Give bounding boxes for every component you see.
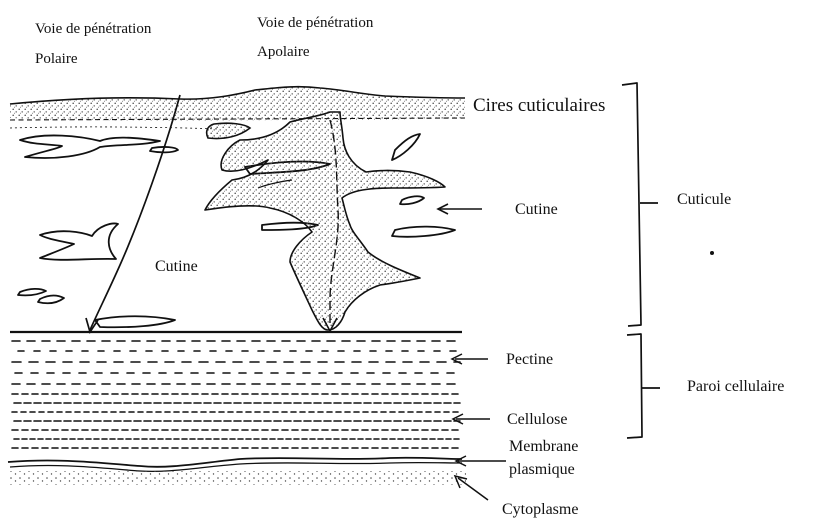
lamella-8: [392, 227, 455, 237]
paroi-label: Paroi cellulaire: [687, 378, 784, 395]
apolar-path-label-line1: Voie de pénétration: [257, 15, 374, 31]
wax-dotted-line: [10, 127, 220, 129]
cutine-center-label: Cutine: [155, 258, 198, 275]
wax-fill: [10, 87, 465, 121]
cutine-right-label: Cutine: [515, 201, 558, 218]
plasma-membrane: [8, 458, 462, 472]
polar-path-label-line1: Voie de pénétration: [35, 21, 152, 37]
lamella-10: [400, 196, 424, 204]
lamella-1: [20, 135, 160, 158]
membrane-inner: [10, 463, 462, 472]
cellulose-label: Cellulose: [507, 411, 567, 428]
cuticule-label: Cuticule: [677, 191, 731, 208]
polar-path-arrow: [86, 95, 180, 332]
lamella-6: [95, 316, 175, 327]
membrane-label-line2: plasmique: [509, 461, 575, 478]
lamella-4: [38, 296, 64, 304]
channel-top-branch: [207, 123, 250, 138]
cell-wall-layers: [12, 341, 460, 448]
cell-wall-bracket: [627, 334, 642, 438]
cuticle-bracket: [622, 83, 641, 326]
cytoplasme-label: Cytoplasme: [502, 501, 578, 518]
lamella-7: [392, 134, 420, 160]
membrane-label-line1: Membrane: [509, 438, 578, 455]
polar-path-line: [90, 95, 180, 330]
cuticular-wax-layer: [10, 87, 465, 129]
stray-dot: [710, 251, 714, 255]
cytoplasm-dots: [8, 471, 466, 485]
lamella-5: [18, 289, 46, 295]
cytoplasm-pointer-line: [458, 478, 488, 500]
cires-label: Cires cuticulaires: [473, 95, 605, 116]
pectine-label: Pectine: [506, 351, 553, 368]
polar-path-label-line2: Polaire: [35, 51, 78, 67]
lamella-3: [40, 224, 118, 260]
apolar-path-label-line2: Apolaire: [257, 44, 310, 60]
